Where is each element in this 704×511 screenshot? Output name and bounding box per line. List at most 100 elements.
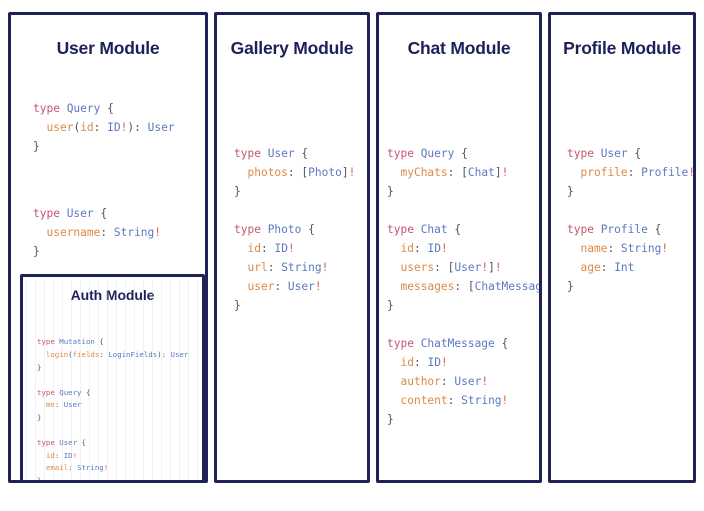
code-token: User [267,147,295,161]
code-token: Int [614,261,635,275]
code-token [37,400,46,409]
code-token: type [387,223,421,237]
code-token: ChatMessage [474,280,542,294]
code-token: type [37,438,60,448]
module-card-auth[interactable]: Auth Module type Mutation { login(fields… [20,274,205,480]
code-token: ! [494,261,502,275]
code-token: { [94,337,104,347]
code-token: type [567,147,601,161]
code-token: : [447,166,462,180]
code-token: { [447,223,462,237]
code-token: { [301,223,315,237]
code-token: } [387,299,394,313]
code-token: [ [467,280,475,294]
code-token: : [627,166,642,180]
module-title-chat: Chat Module [407,38,511,58]
code-token: user [46,121,74,135]
code-token: : [434,261,448,275]
module-card-gallery[interactable]: Gallery Module type User { photos: [Phot… [214,12,370,483]
code-token: : [260,242,275,256]
code-token: } [234,185,241,199]
code-token: : [99,349,109,359]
code-token: profile [580,166,628,180]
code-token: Photo [267,223,302,237]
code-token: User [454,261,482,275]
code-token: } [33,245,40,259]
code-token: id [400,356,414,370]
module-title-profile: Profile Module [563,38,681,58]
code-token: User [600,147,628,161]
code-token: age [580,261,601,275]
code-token: ): [127,121,148,135]
code-token: ChatMessage [420,337,495,351]
module-card-user[interactable]: User Module type Query { user(id: ID!): … [8,12,208,483]
code-token: ! [501,394,509,408]
code-token: { [81,387,91,397]
schema-code-block-gallery: type User { photos: [Photo]! } type Phot… [234,144,355,315]
code-token: type [234,223,268,237]
code-token [387,166,400,179]
code-token: users [400,261,435,275]
code-token: { [454,147,468,161]
code-token: ! [154,226,162,240]
code-token: ID [427,356,441,370]
schema-code-block-profile: type User { profile: Profile! } type Pro… [567,144,696,296]
code-token: Chat [467,166,495,180]
code-token: : [54,450,64,460]
code-token: } [37,412,42,422]
module-card-chat[interactable]: Chat Module type Query { myChats: [Chat]… [376,12,542,483]
code-token [387,261,400,274]
code-token: User [66,207,94,221]
code-token: ] [488,261,495,275]
code-token: : [287,166,302,180]
code-token: : [600,261,615,275]
code-token: : [93,121,108,135]
code-token: author [400,375,441,389]
code-token: ID [107,121,121,135]
code-token: ! [481,261,489,275]
code-token: : [440,375,455,389]
code-token: me [45,400,55,410]
code-token: { [77,438,86,448]
code-token: { [647,223,662,237]
code-token: { [100,102,114,116]
code-token: User [287,280,315,294]
schema-code-block-user-type: type User { username: String! } [33,204,161,261]
code-token [234,242,247,255]
code-token: : [413,242,428,256]
code-token: ! [287,242,295,256]
code-token: } [33,140,40,154]
code-token: ! [72,450,78,460]
module-title-user: User Module [56,38,160,58]
code-token: LoginFields [108,349,158,359]
code-token: ! [103,463,109,473]
code-token: { [294,147,309,161]
code-token: ): [157,349,171,359]
code-token [387,375,400,388]
code-token: : [454,280,468,294]
code-token: ! [661,242,669,256]
code-token: user [247,280,275,294]
code-token [567,166,580,179]
code-token [37,451,46,460]
code-token: ! [688,166,696,180]
code-token: User [454,375,482,389]
code-token: email [45,463,69,473]
code-token: ] [341,166,349,180]
code-token: ! [501,166,509,180]
code-token: Chat [420,223,448,237]
code-token: type [37,337,60,347]
code-token: ID [63,450,73,460]
code-token: myChats [400,166,448,180]
module-card-profile[interactable]: Profile Module type User { profile: Prof… [548,12,696,483]
code-token: ! [440,242,448,256]
code-token: [ [301,166,309,180]
code-token [33,121,46,134]
code-token: String [620,242,662,256]
code-token: ID [274,242,288,256]
code-token: String [461,394,502,408]
code-token: username [46,226,101,240]
code-token: ID [427,242,441,256]
code-token [37,463,46,472]
